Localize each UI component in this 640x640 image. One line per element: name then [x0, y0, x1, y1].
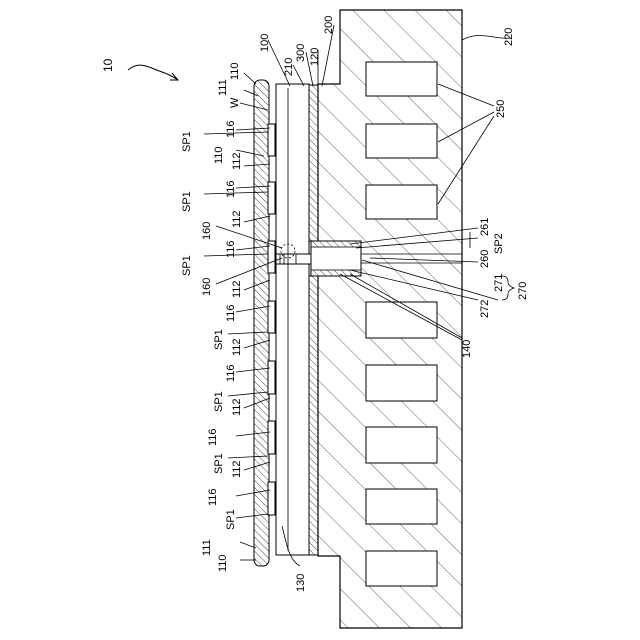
label-116: 116	[207, 488, 219, 506]
label-w: W	[229, 97, 241, 108]
label-111-top: 111	[217, 79, 229, 96]
label-130: 130	[295, 574, 307, 592]
label-116: 116	[225, 304, 237, 322]
label-110-top: 110	[229, 62, 241, 80]
label-112: 112	[231, 280, 243, 298]
label-110-bot: 110	[217, 554, 229, 572]
label-250: 250	[495, 100, 507, 118]
label-120: 120	[309, 48, 321, 66]
layer-300-upper	[309, 85, 318, 241]
label-112: 112	[231, 460, 243, 478]
label-160-a: 160	[201, 222, 213, 240]
label-112: 112	[231, 398, 243, 416]
label-112: 112	[231, 210, 243, 228]
label-116: 116	[225, 240, 237, 258]
label-261: 261	[479, 218, 491, 236]
label-270: 270	[517, 282, 529, 300]
label-272: 272	[479, 300, 491, 318]
label-111-bot: 111	[201, 539, 213, 556]
label-116: 116	[207, 428, 219, 446]
label-160-b: 160	[201, 278, 213, 296]
label-116: 116	[225, 120, 237, 138]
label-sp1: SP1	[213, 329, 225, 350]
layer-300-lower	[309, 276, 318, 555]
label-sp1: SP1	[225, 509, 237, 530]
label-sp1: SP1	[181, 191, 193, 212]
label-sp1: SP1	[181, 131, 193, 152]
label-sp1: SP1	[213, 391, 225, 412]
label-116: 116	[225, 180, 237, 198]
wafer-w	[254, 80, 269, 566]
label-100: 100	[259, 34, 271, 52]
label-116: 116	[225, 364, 237, 382]
label-110-mid: 110	[213, 146, 225, 164]
label-260: 260	[479, 250, 491, 268]
label-140: 140	[461, 340, 473, 358]
label-sp1: SP1	[213, 453, 225, 474]
label-200: 200	[323, 16, 335, 34]
label-300: 300	[295, 44, 307, 62]
label-112: 112	[231, 338, 243, 356]
label-sp1: SP1	[181, 255, 193, 276]
label-112: 112	[231, 152, 243, 170]
plate-100	[276, 84, 309, 555]
label-10: 10	[101, 58, 115, 72]
label-271: 271	[493, 274, 505, 292]
cavities-250	[366, 62, 437, 586]
label-210: 210	[283, 58, 295, 76]
label-220: 220	[503, 28, 515, 46]
label-sp2: SP2	[493, 233, 505, 254]
